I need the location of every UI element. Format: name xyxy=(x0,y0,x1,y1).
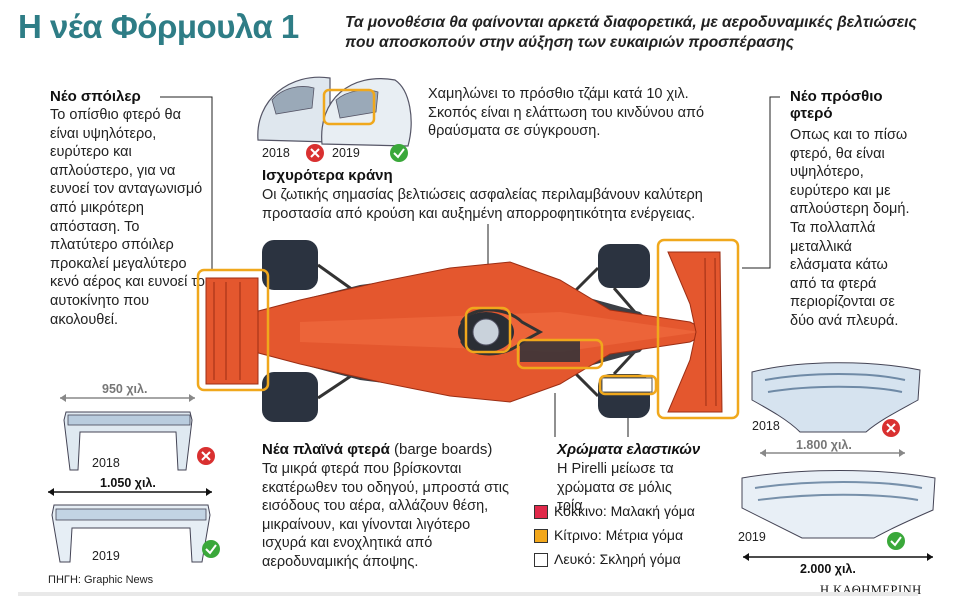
driver-helmet xyxy=(472,318,500,346)
hard-label: Λευκό: Σκληρή γόμα xyxy=(554,551,681,567)
tyres-text: Η Pirelli μείωσε τα χρώματα σε μόλις τρί… xyxy=(557,461,674,515)
rear-wing-year-old: 2018 xyxy=(92,456,120,470)
tyre-legend-soft: Κόκκινο: Μαλακή γόμα xyxy=(534,502,695,520)
page-title: Η νέα Φόρμουλα 1 xyxy=(18,8,299,45)
tyre-legend-hard: Λευκό: Σκληρή γόμα xyxy=(534,550,695,568)
tyre-compound-marker xyxy=(601,377,653,393)
page-subtitle: Τα μονοθέσια θα φαίνονται αρκετά διαφορε… xyxy=(345,14,917,51)
medium-swatch xyxy=(534,529,548,544)
highlight-tyres xyxy=(598,374,658,396)
cross-icon xyxy=(882,419,900,437)
barge-board-shape xyxy=(520,340,580,362)
barge-boards-text: Τα μικρά φτερά που βρίσκονται εκατέρωθεν… xyxy=(262,461,509,570)
check-icon xyxy=(390,144,408,162)
front-left-tyre xyxy=(598,244,650,288)
rear-wing-2018-drawing xyxy=(60,394,195,471)
helmet-2019-drawing xyxy=(321,78,412,147)
front-wing-heading: Νέο πρόσθιο φτερό xyxy=(790,88,883,122)
soft-swatch xyxy=(534,505,548,520)
highlight-barge-boards xyxy=(516,338,604,370)
front-wing-2019-width: 2.000 χιλ. xyxy=(800,562,856,576)
leader-front-wing xyxy=(742,96,780,269)
car-rear-wing xyxy=(205,277,259,385)
rear-wing-2019-drawing xyxy=(48,488,212,563)
rear-right-tyre xyxy=(262,372,318,422)
cross-icon xyxy=(306,144,324,162)
cross-icon xyxy=(197,447,215,465)
front-wing-text: Οπως και το πίσω φτερό, θα είναι υψηλότε… xyxy=(790,127,910,329)
visor-year-new: 2019 xyxy=(332,146,360,160)
car-front-wing xyxy=(667,251,723,413)
front-wing-2019-drawing xyxy=(741,470,936,561)
rear-wing-text: Το οπίσθιο φτερό θα είναι υψηλότερο, ευρ… xyxy=(50,107,205,328)
footer-bar xyxy=(18,592,918,596)
helmets-heading: Ισχυρότερα κράνη xyxy=(262,167,393,184)
front-wing-2018-width: 1.800 χιλ. xyxy=(796,438,852,452)
helmets-text: Οι ζωτικής σημασίας βελτιώσεις ασφαλείας… xyxy=(262,187,703,222)
visor-text: Χαμηλώνει το πρόσθιο τζάμι κατά 10 χιλ. … xyxy=(428,86,705,140)
check-icon xyxy=(202,540,220,558)
tyre-legend-medium: Κίτρινο: Μέτρια γόμα xyxy=(534,526,695,544)
medium-label: Κίτρινο: Μέτρια γόμα xyxy=(554,527,684,543)
barge-boards-heading-suffix: (barge boards) xyxy=(389,441,493,458)
soft-label: Κόκκινο: Μαλακή γόμα xyxy=(554,503,695,519)
front-wing-year-new: 2019 xyxy=(738,530,766,544)
rear-wing-2018-width: 950 χιλ. xyxy=(102,382,148,396)
check-icon xyxy=(887,532,905,550)
leader-rear-wing xyxy=(160,96,213,270)
rear-wing-2019-width: 1.050 χιλ. xyxy=(100,476,156,490)
visor-year-old: 2018 xyxy=(262,146,290,160)
highlight-helmet xyxy=(464,306,512,354)
rear-wing-year-new: 2019 xyxy=(92,549,120,563)
helmet-2018-drawing xyxy=(257,76,331,143)
hard-swatch xyxy=(534,553,548,568)
highlight-front-wing xyxy=(656,238,740,420)
highlight-rear-wing xyxy=(196,268,270,392)
rear-wing-heading: Νέο σπόιλερ xyxy=(50,88,141,105)
barge-boards-heading-line: Νέα πλαϊνά φτερά (barge boards) xyxy=(262,441,532,458)
rear-left-tyre xyxy=(262,240,318,290)
tyre-legend: Κόκκινο: Μαλακή γόμα Κίτρινο: Μέτρια γόμ… xyxy=(534,502,695,568)
barge-boards-heading: Νέα πλαϊνά φτερά xyxy=(262,441,390,458)
source-note: ΠΗΓΗ: Graphic News xyxy=(48,574,154,586)
tyres-heading: Χρώματα ελαστικών xyxy=(557,441,701,458)
front-wing-2018-drawing xyxy=(751,362,921,457)
highlight-boxes xyxy=(196,238,740,420)
front-wing-year-old: 2018 xyxy=(752,419,780,433)
